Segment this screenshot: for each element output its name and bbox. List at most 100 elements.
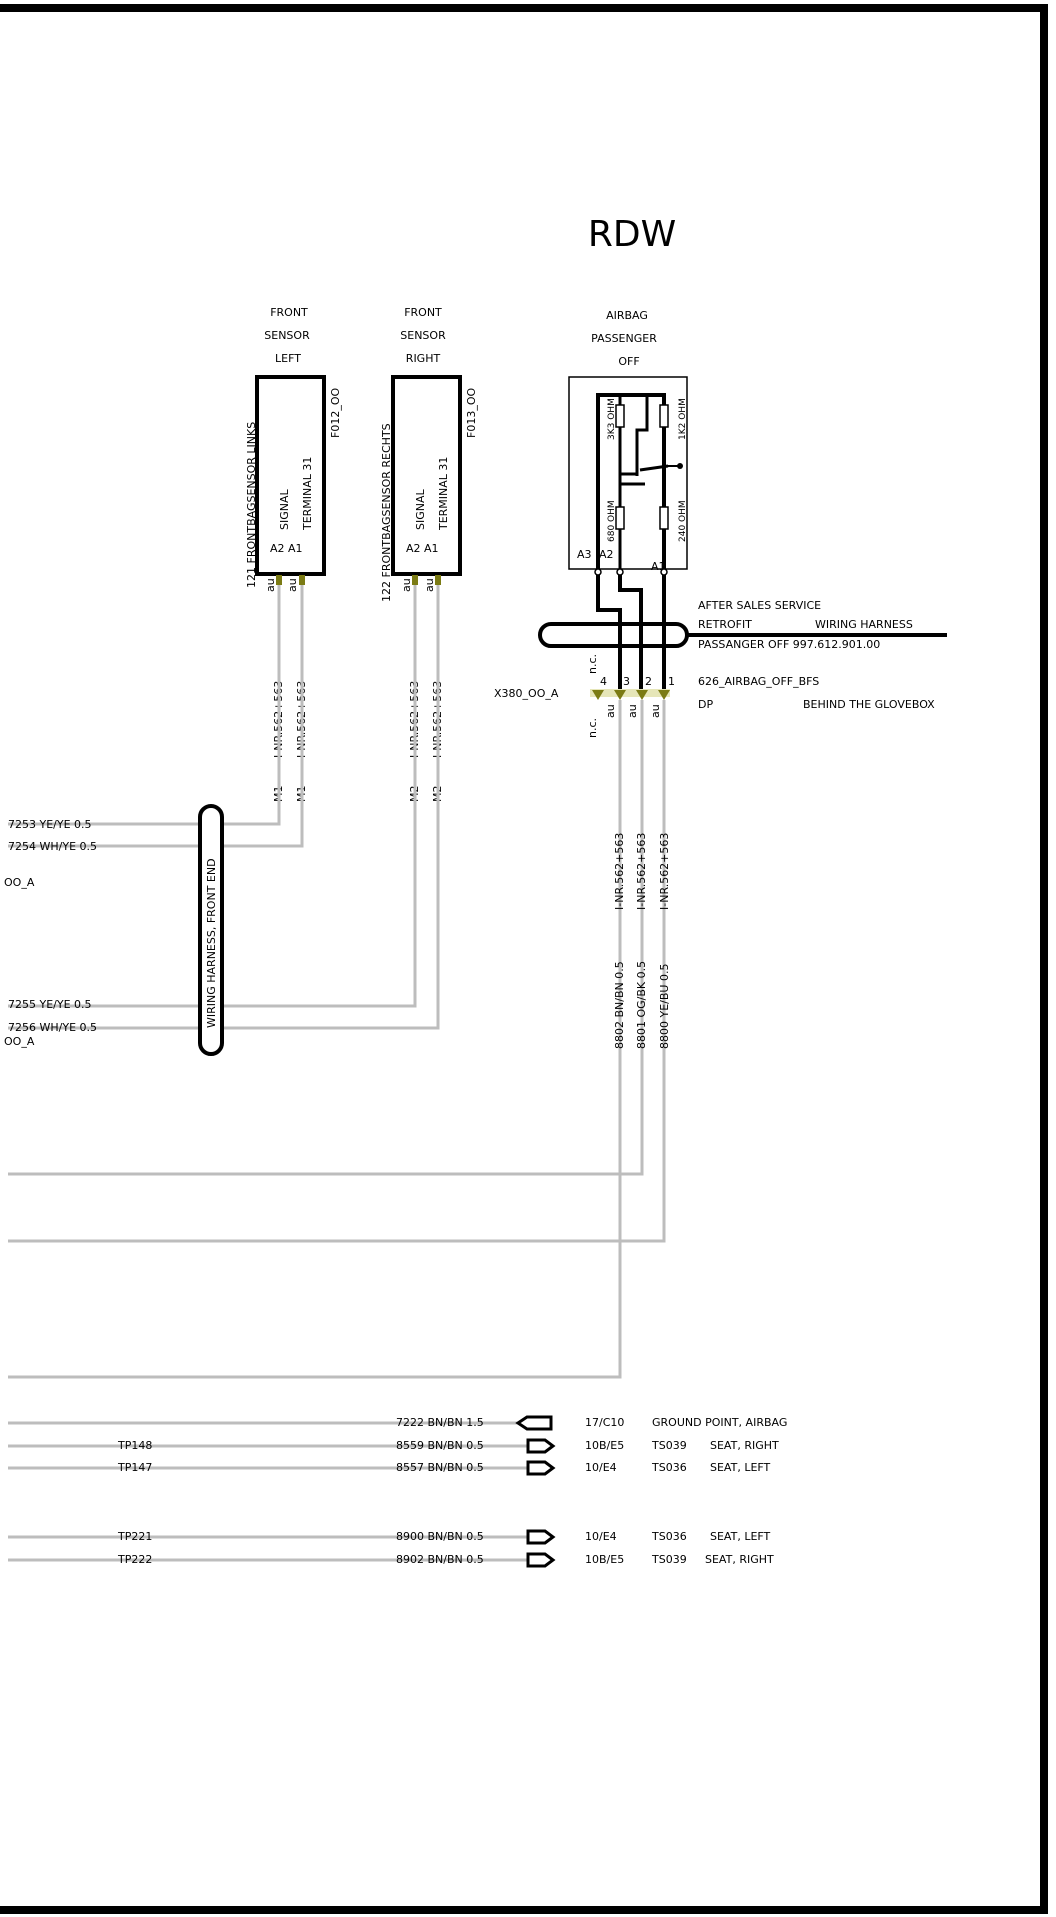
- sensor-left-name: 121 FRONTBAGSENSOR LINKS: [245, 422, 258, 588]
- svg-text:I-NR.562+563: I-NR.562+563: [613, 833, 626, 910]
- svg-text:8800 YE/BU 0.5: 8800 YE/BU 0.5: [658, 964, 671, 1049]
- svg-text:7222 BN/BN 1.5: 7222 BN/BN 1.5: [396, 1416, 484, 1429]
- svg-text:TS036: TS036: [651, 1530, 687, 1543]
- svg-text:10/E4: 10/E4: [585, 1461, 617, 1474]
- svg-text:FRONT: FRONT: [270, 306, 308, 319]
- svg-text:8801 OG/BK 0.5: 8801 OG/BK 0.5: [635, 961, 648, 1049]
- svg-text:PASSENGER: PASSENGER: [591, 332, 657, 345]
- svg-text:A2: A2: [599, 548, 614, 561]
- svg-text:WIRING HARNESS, FRONT END: WIRING HARNESS, FRONT END: [205, 858, 218, 1028]
- svg-text:TP147: TP147: [117, 1461, 152, 1474]
- front-sensor-right: FRONT SENSOR RIGHT F013_OO 122 FRONTBAGS…: [380, 306, 478, 802]
- left-wire-labels: 7253 YE/YE 0.5 7254 WH/YE 0.5 OO_A 7255 …: [4, 818, 97, 1048]
- sensor-right-id: F013_OO: [465, 388, 478, 438]
- arrow-in-icon: [515, 1415, 553, 1431]
- svg-text:au: au: [400, 578, 413, 592]
- svg-text:A3: A3: [577, 548, 592, 561]
- svg-text:au: au: [286, 578, 299, 592]
- airbag-passenger-off: AIRBAG PASSENGER OFF 3K3 OHM 1K2 OHM 680…: [568, 309, 688, 576]
- svg-text:10/E4: 10/E4: [585, 1530, 617, 1543]
- sensor-right-name: 122 FRONTBAGSENSOR RECHTS: [380, 423, 393, 602]
- pin-a1: [299, 575, 305, 585]
- svg-text:SIGNAL: SIGNAL: [414, 488, 427, 530]
- svg-text:X380_OO_A: X380_OO_A: [494, 687, 559, 700]
- svg-text:au: au: [423, 578, 436, 592]
- svg-text:8900 BN/BN 0.5: 8900 BN/BN 0.5: [396, 1530, 484, 1543]
- svg-text:8902 BN/BN 0.5: 8902 BN/BN 0.5: [396, 1553, 484, 1566]
- svg-text:1K2 OHM: 1K2 OHM: [678, 398, 688, 440]
- svg-text:680 OHM: 680 OHM: [607, 500, 617, 542]
- svg-text:SENSOR: SENSOR: [400, 329, 446, 342]
- svg-text:17/C10: 17/C10: [585, 1416, 624, 1429]
- x380-wires: I-NR.562+563 I-NR.562+563 I-NR.562+563 8…: [8, 700, 671, 1379]
- svg-text:TS039: TS039: [651, 1553, 687, 1566]
- svg-text:TS036: TS036: [651, 1461, 687, 1474]
- retrofit-notes: AFTER SALES SERVICE RETROFIT WIRING HARN…: [698, 599, 913, 651]
- svg-text:OFF: OFF: [618, 355, 639, 368]
- svg-text:BEHIND THE GLOVEBOX: BEHIND THE GLOVEBOX: [803, 698, 935, 711]
- connector-x380: X380_OO_A n.c. n.c. 4 3 2 1 au au au 626…: [494, 654, 935, 738]
- svg-text:240 OHM: 240 OHM: [678, 500, 688, 542]
- svg-text:7254 WH/YE 0.5: 7254 WH/YE 0.5: [8, 840, 97, 853]
- svg-text:OO_A: OO_A: [4, 876, 35, 889]
- svg-text:10B/E5: 10B/E5: [585, 1553, 624, 1566]
- svg-text:LEFT: LEFT: [275, 352, 301, 365]
- svg-text:TP222: TP222: [117, 1553, 152, 1566]
- svg-text:PASSANGER OFF 997.612.901.00: PASSANGER OFF 997.612.901.00: [698, 638, 880, 651]
- svg-text:7253 YE/YE 0.5: 7253 YE/YE 0.5: [8, 818, 92, 831]
- svg-text:OO_A: OO_A: [4, 1035, 35, 1048]
- svg-text:WIRING HARNESS: WIRING HARNESS: [815, 618, 913, 631]
- svg-text:TP148: TP148: [117, 1439, 152, 1452]
- svg-text:AIRBAG: AIRBAG: [606, 309, 648, 322]
- svg-text:SENSOR: SENSOR: [264, 329, 310, 342]
- svg-text:RIGHT: RIGHT: [406, 352, 441, 365]
- svg-text:au: au: [264, 578, 277, 592]
- svg-text:SEAT, LEFT: SEAT, LEFT: [710, 1530, 771, 1543]
- front-sensor-left: FRONT SENSOR LEFT F012_OO 121 FRONTBAGSE…: [245, 306, 342, 802]
- svg-text:au: au: [604, 704, 617, 718]
- svg-text:GROUND POINT, AIRBAG: GROUND POINT, AIRBAG: [652, 1416, 787, 1429]
- svg-text:I-NR.562+563: I-NR.562+563: [658, 833, 671, 910]
- arrow-out-icon: [526, 1438, 556, 1454]
- svg-text:DP: DP: [698, 698, 713, 711]
- svg-text:1: 1: [668, 675, 675, 688]
- arrow-out-icon: [526, 1529, 556, 1545]
- svg-text:au: au: [649, 704, 662, 718]
- svg-text:7255 YE/YE 0.5: 7255 YE/YE 0.5: [8, 998, 92, 1011]
- svg-text:10B/E5: 10B/E5: [585, 1439, 624, 1452]
- page-title: RDW: [588, 214, 676, 255]
- svg-text:3K3 OHM: 3K3 OHM: [607, 398, 617, 440]
- svg-text:I-NR.562+563: I-NR.562+563: [635, 833, 648, 910]
- svg-text:8802 BN/BN 0.5: 8802 BN/BN 0.5: [613, 961, 626, 1049]
- svg-text:3: 3: [623, 675, 630, 688]
- svg-text:TS039: TS039: [651, 1439, 687, 1452]
- svg-text:7256 WH/YE 0.5: 7256 WH/YE 0.5: [8, 1021, 97, 1034]
- svg-text:AFTER SALES SERVICE: AFTER SALES SERVICE: [698, 599, 821, 612]
- svg-text:8559 BN/BN 0.5: 8559 BN/BN 0.5: [396, 1439, 484, 1452]
- svg-text:SIGNAL: SIGNAL: [278, 488, 291, 530]
- arrow-out-icon: [526, 1460, 556, 1476]
- front-end-harness: WIRING HARNESS, FRONT END: [198, 804, 224, 1056]
- svg-text:au: au: [626, 704, 639, 718]
- svg-text:A2 A1: A2 A1: [406, 542, 439, 555]
- ground-wires: 7222 BN/BN 1.5 17/C10 GROUND POINT, AIRB…: [8, 1415, 787, 1568]
- svg-text:TP221: TP221: [117, 1530, 152, 1543]
- svg-text:TERMINAL 31: TERMINAL 31: [301, 457, 314, 531]
- svg-text:n.c.: n.c.: [586, 718, 599, 738]
- svg-text:8557 BN/BN 0.5: 8557 BN/BN 0.5: [396, 1461, 484, 1474]
- svg-text:n.c.: n.c.: [586, 654, 599, 674]
- svg-text:FRONT: FRONT: [404, 306, 442, 319]
- svg-text:RETROFIT: RETROFIT: [698, 618, 752, 631]
- pin-a2: [276, 575, 282, 585]
- retrofit-harness-wires: [538, 575, 947, 690]
- sensor-wires: [8, 585, 440, 1030]
- arrow-out-icon: [526, 1552, 556, 1568]
- svg-text:A2 A1: A2 A1: [270, 542, 303, 555]
- svg-text:SEAT, LEFT: SEAT, LEFT: [710, 1461, 771, 1474]
- svg-text:SEAT, RIGHT: SEAT, RIGHT: [705, 1553, 774, 1566]
- svg-text:SEAT, RIGHT: SEAT, RIGHT: [710, 1439, 779, 1452]
- sheet-frame: [0, 4, 1048, 1914]
- svg-text:2: 2: [645, 675, 652, 688]
- sensor-left-id: F012_OO: [329, 388, 342, 438]
